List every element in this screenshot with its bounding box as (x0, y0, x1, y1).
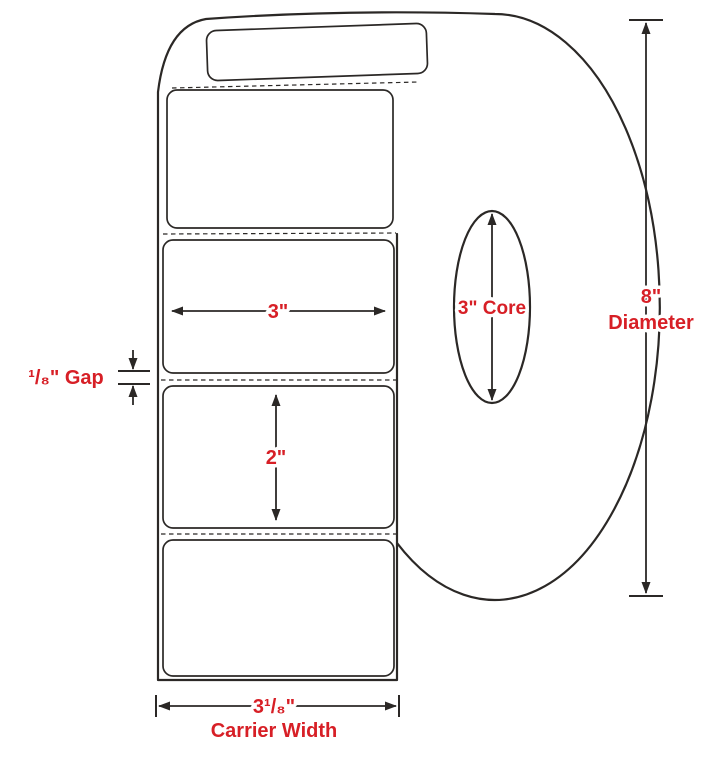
perforation-2 (162, 232, 397, 235)
label-height-text: 2" (266, 447, 287, 469)
core-text: 3" Core (458, 298, 526, 319)
label-top-partial (205, 22, 429, 82)
label-5 (162, 539, 395, 677)
gap-text: ¹/₈" Gap (28, 367, 104, 389)
carrier-width-value-text: 3¹/₈" (253, 696, 295, 718)
label-width-text: 3" (268, 301, 289, 323)
perforation-1 (171, 81, 419, 89)
diameter-word-text: Diameter (608, 312, 694, 334)
labels-strip (161, 22, 429, 677)
carrier-width-word-text: Carrier Width (211, 720, 338, 742)
dimension-lines (118, 19, 663, 717)
diameter-value-text: 8" (641, 286, 662, 308)
label-2 (166, 89, 394, 229)
dimension-texts: 3" 2" ¹/₈" Gap 3" Core 8" Diameter 3¹/₈"… (25, 283, 698, 746)
